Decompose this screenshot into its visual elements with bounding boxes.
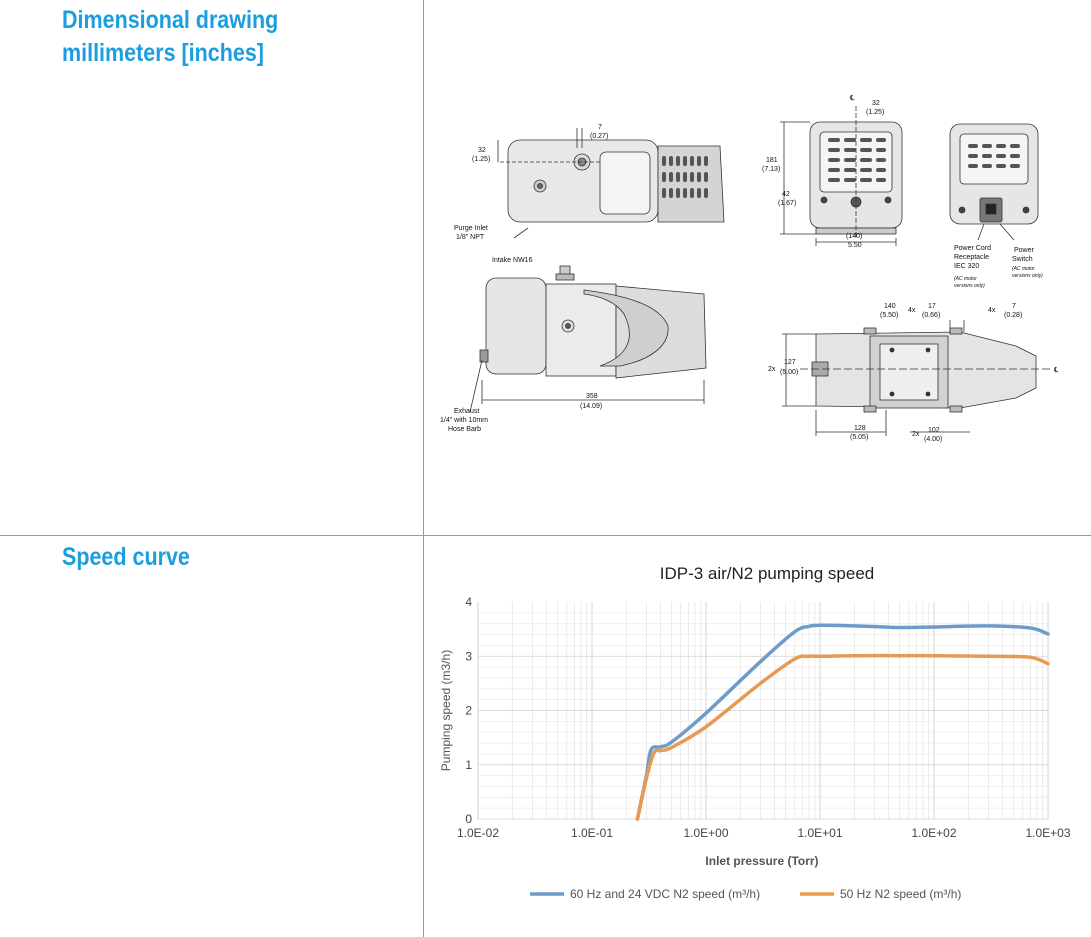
y-axis-label: Pumping speed (m3/h) (439, 650, 453, 771)
series-line-1 (635, 623, 1050, 821)
dimensional-drawing: 7 (0.27) 32 (1.25) Purge Inlet 1/8" NPT (440, 95, 1059, 443)
dim-front-cl-offset: 32 (872, 100, 880, 107)
dim-top-height-in: (1.25) (472, 156, 490, 163)
speed-curve-heading: Speed curve (62, 543, 190, 571)
dim-base-128-in: (5.05) (850, 434, 868, 441)
chart-grid (477, 602, 1049, 820)
label-power-cord-note-2: versions only) (954, 283, 985, 289)
y-tick-label: 1 (465, 758, 472, 772)
dimensional-drawing-heading: Dimensional drawing millimeters [inches] (62, 4, 278, 70)
dim-base-17-in: (0.66) (922, 312, 940, 319)
dim-base-140: 140 (884, 303, 896, 310)
chart-series (635, 623, 1050, 821)
label-power-cord-1: Power Cord (954, 245, 991, 252)
dim-top-offset: 7 (598, 124, 602, 131)
legend-label-1: 60 Hz and 24 VDC N2 speed (m³/h) (570, 887, 760, 901)
centerline-base: ℄ (1053, 367, 1059, 374)
y-tick-label: 2 (465, 704, 472, 718)
dim-front-low-in: (1.67) (778, 200, 796, 207)
dim-front-width: (140) (846, 233, 862, 240)
label-power-cord-note-1: (AC motor (954, 276, 977, 282)
top-view (497, 128, 725, 239)
label-power-switch-note-1: (AC motor (1012, 266, 1035, 272)
y-tick-label: 4 (465, 595, 472, 609)
dim-base-140-in: (5.50) (880, 312, 898, 319)
label-intake: Intake NW16 (492, 257, 533, 264)
y-tick-label: 0 (465, 812, 472, 826)
rear-view (949, 123, 1039, 241)
chart-legend: 60 Hz and 24 VDC N2 speed (m³/h) 50 Hz N2… (530, 887, 961, 901)
series-line-2 (635, 653, 1050, 821)
dim-base-127-in: (5.00) (780, 369, 798, 376)
horizontal-divider (0, 535, 1091, 536)
x-tick-label: 1.0E+00 (683, 826, 728, 840)
label-exhaust-1: Exhaust (454, 408, 479, 415)
label-power-cord-3: IEC 320 (954, 263, 979, 270)
chart-title: IDP-3 air/N2 pumping speed (660, 564, 875, 583)
vertical-divider (423, 0, 424, 937)
dim-base-7: 7 (1012, 303, 1016, 310)
dim-base-128: 128 (854, 425, 866, 432)
dim-front-cl-offset-in: (1.25) (866, 109, 884, 116)
label-purge-npt: 1/8" NPT (456, 234, 485, 241)
dim-base-127: 127 (784, 359, 796, 366)
y-tick-labels: 0 1 2 3 4 (465, 595, 472, 826)
label-exhaust-3: Hose Barb (448, 426, 481, 433)
centerline-front: ℄ (849, 95, 855, 102)
dim-front-low: 42 (782, 191, 790, 198)
dim-length: 358 (586, 393, 598, 400)
side-view (469, 265, 707, 413)
dim-base-7-prefix: 4x (988, 307, 996, 314)
dim-top-height: 32 (478, 147, 486, 154)
dim-base-127-prefix: 2x (768, 366, 776, 373)
dim-top-offset-in: (0.27) (590, 133, 608, 140)
dim-base-102-in: (4.00) (924, 436, 942, 443)
dim-front-height-in: (7.13) (762, 166, 780, 173)
x-axis-label: Inlet pressure (Torr) (705, 854, 818, 868)
x-tick-label: 1.0E+03 (1025, 826, 1070, 840)
label-power-switch-1: Power (1014, 247, 1035, 254)
dim-base-102: 102 (928, 427, 940, 434)
y-tick-label: 3 (465, 649, 472, 663)
x-tick-label: 1.0E+02 (911, 826, 956, 840)
dim-front-height: 181 (766, 157, 778, 164)
dim-front-width-in: 5.50 (848, 242, 862, 249)
dimensional-drawing-title: Dimensional drawing (62, 6, 279, 34)
x-tick-label: 1.0E-01 (571, 826, 613, 840)
label-exhaust-2: 1/4" with 10mm (440, 417, 488, 424)
dim-base-17: 17 (928, 303, 936, 310)
x-tick-label: 1.0E+01 (797, 826, 842, 840)
legend-label-2: 50 Hz N2 speed (m³/h) (840, 887, 961, 901)
base-view (782, 320, 1052, 436)
label-power-switch-2: Switch (1012, 256, 1033, 263)
label-purge-inlet: Purge Inlet (454, 225, 488, 232)
label-power-switch-note-2: versions only) (1012, 273, 1043, 279)
dim-length-in: (14.09) (580, 403, 602, 410)
label-power-cord-2: Receptacle (954, 254, 989, 261)
front-view (780, 106, 903, 246)
dim-base-102-prefix: 2x (912, 431, 920, 438)
dim-base-17-prefix: 4x (908, 307, 916, 314)
x-tick-labels: 1.0E-02 1.0E-01 1.0E+00 1.0E+01 1.0E+02 1.0E+… (457, 826, 1071, 840)
x-tick-label: 1.0E-02 (457, 826, 499, 840)
dimensional-drawing-units: millimeters [inches] (62, 39, 264, 67)
dim-base-7-in: (0.28) (1004, 312, 1022, 319)
